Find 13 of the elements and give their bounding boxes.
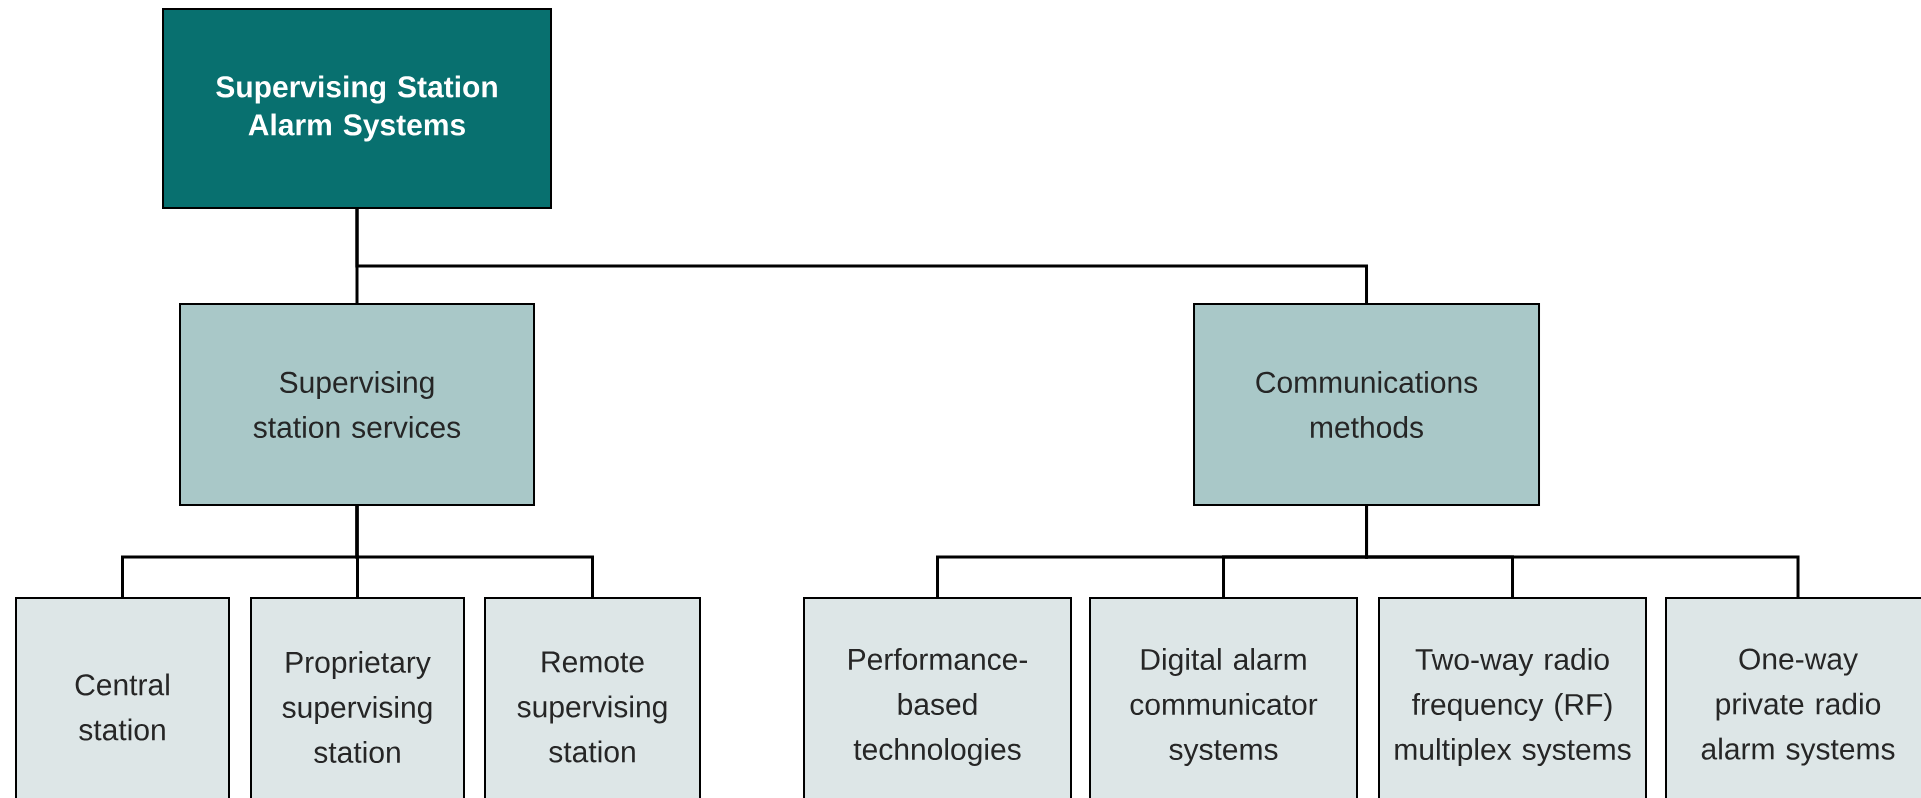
item-box: Digital alarm communicator systems xyxy=(1089,597,1358,798)
connector-line xyxy=(1365,506,1800,597)
item-box: Two-way radio frequency (RF) multiplex systems xyxy=(1378,597,1647,798)
category-box: Communications methods xyxy=(1193,303,1540,506)
category-box: Supervising station services xyxy=(179,303,535,506)
connector-line xyxy=(355,506,594,597)
root-box: Supervising Station Alarm Systems xyxy=(162,8,552,209)
connector-line xyxy=(355,209,1368,303)
item-box: Central station xyxy=(15,597,230,798)
item-box: Proprietary supervising station xyxy=(250,597,465,798)
item-box: Performance-based technologies xyxy=(803,597,1072,798)
item-box: One-way private radio alarm systems xyxy=(1665,597,1921,798)
item-box: Remote supervising station xyxy=(484,597,701,798)
